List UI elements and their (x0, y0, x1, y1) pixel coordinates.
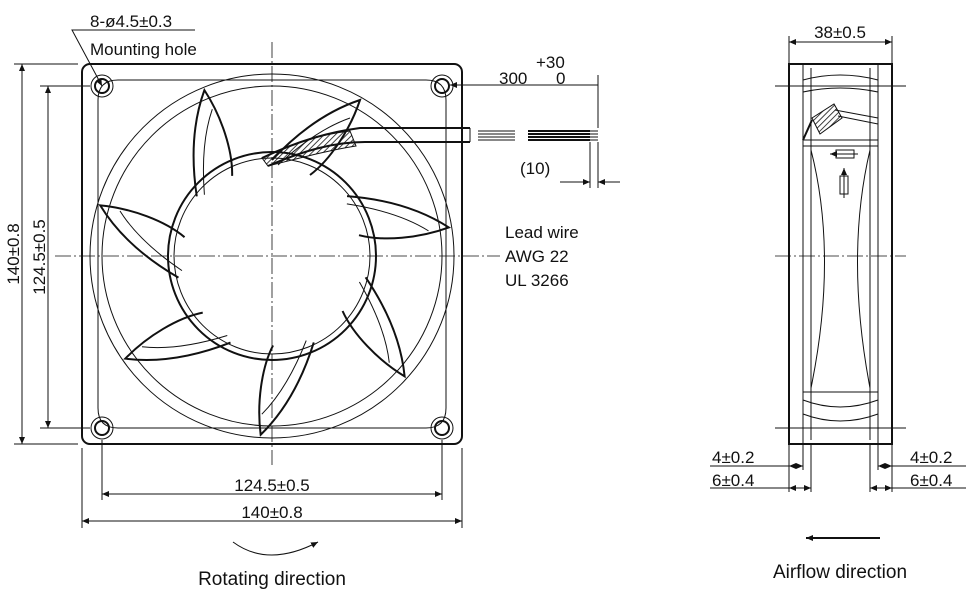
left-outer-flange: 6±0.4 (712, 471, 754, 490)
mounting-hole-spec: 8-ø4.5±0.3 (90, 12, 172, 31)
lead-wire-bundle (261, 127, 598, 167)
lead-length-tolerance-lower: 0 (556, 69, 565, 88)
side-body-outline (788, 63, 893, 445)
height-overall: 140±0.8 (4, 223, 23, 284)
lead-wire-standard: UL 3266 (505, 271, 569, 290)
side-wire-exit (802, 103, 879, 141)
mounting-hole-label: Mounting hole (90, 40, 197, 59)
lead-length-nominal: 300 (499, 69, 527, 88)
body-direction-marks (830, 149, 858, 198)
mounting-hole-leader (71, 29, 103, 87)
wire-clamp-hatch (261, 130, 357, 167)
side-view: 38±0.5 4±0.2 6±0.4 4±0.2 6±0.4 Airflow d… (710, 23, 966, 583)
rotating-direction-label: Rotating direction (198, 569, 346, 590)
lead-wire-title: Lead wire (505, 223, 579, 242)
strip-length: (10) (520, 159, 550, 178)
rotating-direction-arrow-icon (232, 541, 319, 556)
lead-length-tolerance-upper: +30 (536, 53, 565, 72)
mounting-holes (90, 74, 454, 440)
right-outer-flange: 6±0.4 (910, 471, 952, 490)
airflow-direction-label: Airflow direction (773, 562, 907, 583)
fan-blades (98, 87, 452, 437)
width-overall: 140±0.8 (241, 503, 302, 522)
height-hole-pitch: 124.5±0.5 (30, 219, 49, 295)
left-inner-flange: 4±0.2 (712, 448, 754, 467)
lead-wire-gauge: AWG 22 (505, 247, 569, 266)
width-hole-pitch: 124.5±0.5 (234, 476, 310, 495)
front-view: 8-ø4.5±0.3 Mounting hole +30 300 0 (10) … (4, 12, 620, 590)
side-depth: 38±0.5 (814, 23, 866, 42)
fan-frame-outline (81, 63, 463, 445)
right-inner-flange: 4±0.2 (910, 448, 952, 467)
